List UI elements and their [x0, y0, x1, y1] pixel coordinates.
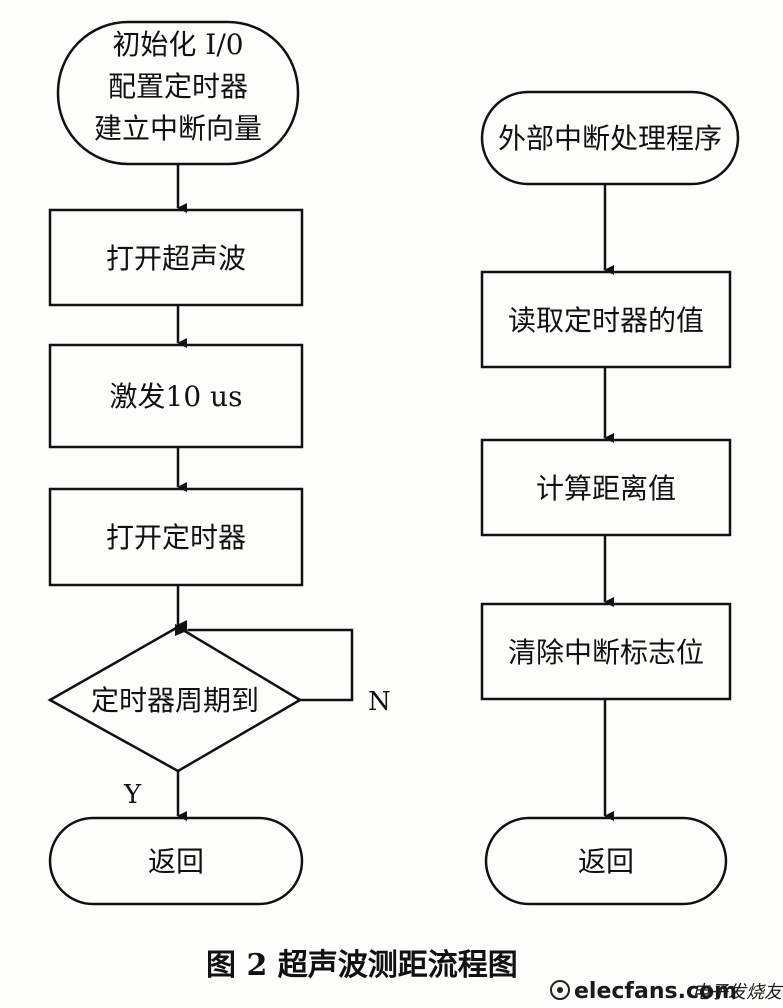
left-step2-box — [48, 343, 304, 449]
left-end-terminal — [48, 816, 304, 906]
right-start-label: 外部中断处理程序 — [498, 122, 722, 155]
left-start-line-3: 建立中断向量 — [94, 112, 262, 145]
left-decision-label: 定时器周期到 — [91, 684, 259, 717]
left-start-line-1: 初始化 I/0 — [112, 28, 243, 61]
right-end-terminal — [484, 816, 728, 906]
right-end-label: 返回 — [578, 845, 634, 878]
watermark: elecfans.com 电子发烧友 — [550, 979, 783, 1004]
left-no-label: N — [368, 687, 391, 717]
watermark-site: elecfans.com — [574, 979, 737, 1004]
left-step2-label: 激发10 us — [110, 380, 243, 413]
left-end-label: 返回 — [148, 845, 204, 878]
left-start-line-2: 配置定时器 — [108, 70, 248, 103]
right-start-terminal — [480, 90, 740, 186]
left-yes-label: Y — [123, 780, 142, 810]
left-step3-box — [48, 487, 304, 587]
left-loop-line — [175, 624, 354, 702]
watermark-name: 电子发烧友 — [692, 982, 783, 1003]
right-step3-label: 清除中断标志位 — [508, 636, 704, 669]
left-step3-label: 打开定时器 — [106, 521, 246, 554]
watermark-logo-icon — [550, 980, 570, 1000]
left-step1-box — [48, 208, 304, 307]
right-step1-label: 读取定时器的值 — [508, 304, 704, 337]
figure-caption: 图 2 超声波测距流程图 — [206, 948, 518, 983]
left-step1-label: 打开超声波 — [106, 242, 246, 275]
right-step2-label: 计算距离值 — [536, 472, 676, 505]
